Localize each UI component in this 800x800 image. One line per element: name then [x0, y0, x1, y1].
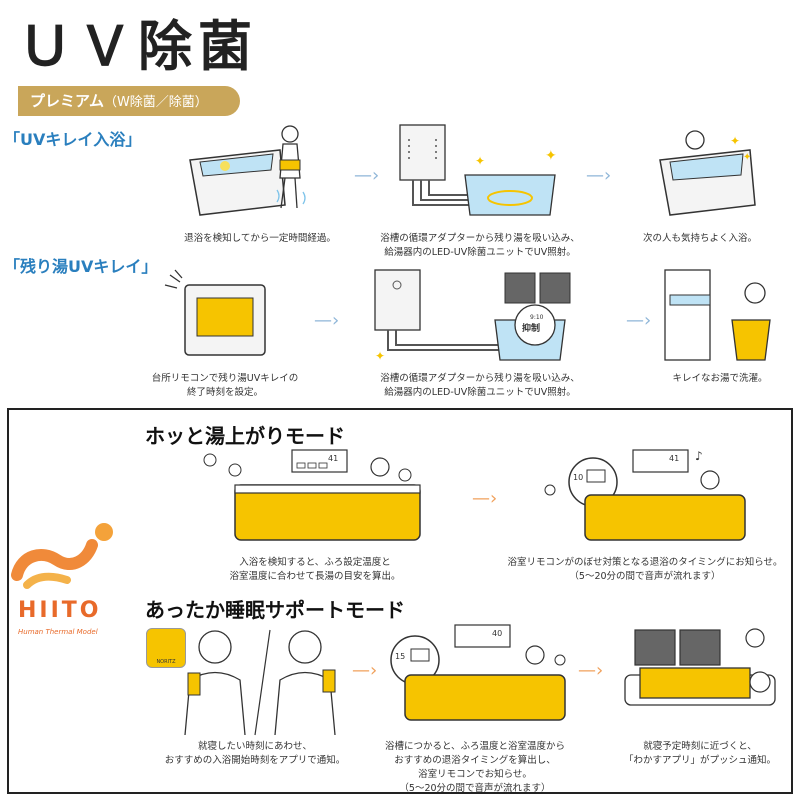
- svg-text:✦: ✦: [743, 152, 751, 163]
- kitchen-remote-illustration: [164, 269, 266, 356]
- arrow-icon: —›: [352, 660, 378, 681]
- hotto-step2-caption: 浴室リモコンがのぼせ対策となる退浴のタイミングにお知らせ。 （5～20分の間で音…: [505, 556, 785, 584]
- remote-small: 15: [395, 652, 405, 661]
- caption-line: 終了時刻を設定。: [186, 387, 263, 398]
- caption-line: 退浴を検知してから一定時間経過。: [184, 233, 336, 244]
- badge-time: 9:10: [530, 314, 544, 321]
- leftover-step2-illustration: 9:10 抑制 ✦: [374, 269, 571, 363]
- hiito-logo-text: HIITO: [18, 598, 102, 623]
- hotto-step1-illustration: 41: [203, 449, 421, 541]
- caption-line: 給湯器内のLED-UV除菌ユニットでUV照射。: [384, 387, 576, 398]
- remote-small: 10: [573, 473, 583, 482]
- hiito-logo-icon: [11, 523, 113, 589]
- caption-line: 浴槽の循環アダプターから残り湯を吸い込み、: [380, 233, 580, 244]
- sleep-step2-caption: 浴槽につかると、ふろ温度と浴室温度から おすすめの退浴タイミングを算出し、 浴室…: [355, 740, 595, 796]
- caption-line: 浴室温度に合わせて長湯の目安を算出。: [229, 571, 401, 582]
- sleep-mode-title: あったか睡眠サポートモード: [145, 598, 405, 622]
- caption-line: おすすめの入浴開始時刻をアプリで通知。: [164, 755, 346, 766]
- page-title: ＵＶ除菌: [18, 15, 258, 78]
- hotto-mode-title: ホッと湯上がりモード: [145, 424, 345, 448]
- uv-bath-step3-illustration: ✦ ✦: [659, 130, 756, 216]
- uv-bath-step1-caption: 退浴を検知してから一定時間経過。: [160, 232, 360, 246]
- svg-text:✦: ✦: [545, 148, 557, 164]
- arrow-icon: —›: [578, 660, 604, 681]
- hotto-step1-caption: 入浴を検知すると、ふろ設定温度と 浴室温度に合わせて長湯の目安を算出。: [195, 556, 435, 584]
- caption-line: （5～20分の間で音声が流れます）: [399, 783, 551, 794]
- caption-line: 浴室リモコンでお知らせ。: [418, 769, 532, 780]
- hiito-section-frame: [7, 408, 793, 794]
- caption-line: 浴室リモコンがのぼせ対策となる退浴のタイミングにお知らせ。: [507, 557, 783, 568]
- hiito-tagline: Human Thermal Model: [18, 628, 98, 636]
- arrow-icon: —›: [472, 488, 498, 509]
- sleep-step3-illustration: [624, 628, 776, 706]
- remote-temp: 41: [328, 454, 338, 463]
- leftover-step3-caption: キレイなお湯で洗濯。: [655, 372, 785, 386]
- badge-main: プレミアム: [30, 92, 104, 110]
- sleep-step2-illustration: 40 15: [390, 624, 566, 721]
- arrow-icon: —›: [354, 165, 380, 186]
- arrow-icon: —›: [626, 310, 652, 331]
- caption-line: 浴槽につかると、ふろ温度と浴室温度から: [384, 741, 566, 752]
- uv-bath-step1-illustration: [189, 125, 306, 216]
- caption-line: （5～20分の間で音声が流れます）: [569, 571, 721, 582]
- caption-line: 台所リモコンで残り湯UVキレイの: [151, 373, 299, 384]
- sleep-step1-illustration: [184, 629, 336, 736]
- remote-temp: 40: [492, 629, 502, 638]
- leftover-step2-caption: 浴槽の循環アダプターから残り湯を吸い込み、 給湯器内のLED-UV除菌ユニットで…: [360, 372, 600, 400]
- caption-line: 次の人も気持ちよく入浴。: [642, 233, 757, 244]
- caption-line: おすすめの退浴タイミングを算出し、: [394, 755, 556, 766]
- leftover-label: 「残り湯UVキレイ」: [4, 257, 158, 276]
- uv-bath-label: 「UVキレイ入浴」: [4, 130, 142, 149]
- caption-line: 入浴を検知すると、ふろ設定温度と: [239, 557, 391, 568]
- badge-text: 抑制: [522, 322, 540, 334]
- laundry-illustration: [664, 269, 771, 361]
- caption-line: 「わかすアプリ」がプッシュ通知。: [623, 755, 776, 766]
- app-label: NORITZ: [156, 659, 176, 665]
- caption-line: 浴槽の循環アダプターから残り湯を吸い込み、: [380, 373, 580, 384]
- caption-line: 就寝したい時刻にあわせ、: [197, 741, 312, 752]
- svg-text:✦: ✦: [730, 134, 740, 148]
- hotto-step2-illustration: 41 10 ♪: [544, 449, 746, 541]
- svg-text:✦: ✦: [475, 154, 485, 168]
- badge-sub: （W除菌／除菌）: [103, 95, 208, 110]
- premium-badge: プレミアム（W除菌／除菌）: [18, 86, 240, 116]
- sleep-step1-caption: 就寝したい時刻にあわせ、 おすすめの入浴開始時刻をアプリで通知。: [145, 740, 365, 768]
- uv-bath-step2-illustration: ✦ ✦: [399, 124, 557, 216]
- svg-text:✦: ✦: [375, 349, 385, 363]
- leftover-step1-caption: 台所リモコンで残り湯UVキレイの 終了時刻を設定。: [140, 372, 310, 400]
- uv-bath-step2-caption: 浴槽の循環アダプターから残り湯を吸い込み、 給湯器内のLED-UV除菌ユニットで…: [360, 232, 600, 260]
- caption-line: 就寝予定時刻に近づくと、: [643, 741, 757, 752]
- noritz-app-icon: NORITZ: [146, 628, 186, 668]
- caption-line: 給湯器内のLED-UV除菌ユニットでUV照射。: [384, 247, 576, 258]
- caption-line: キレイなお湯で洗濯。: [672, 373, 768, 384]
- svg-text:♪: ♪: [695, 449, 703, 463]
- remote-temp: 41: [669, 454, 679, 463]
- uv-bath-step3-caption: 次の人も気持ちよく入浴。: [615, 232, 785, 246]
- arrow-icon: —›: [314, 310, 340, 331]
- arrow-icon: —›: [586, 165, 612, 186]
- sleep-step3-caption: 就寝予定時刻に近づくと、 「わかすアプリ」がプッシュ通知。: [615, 740, 785, 768]
